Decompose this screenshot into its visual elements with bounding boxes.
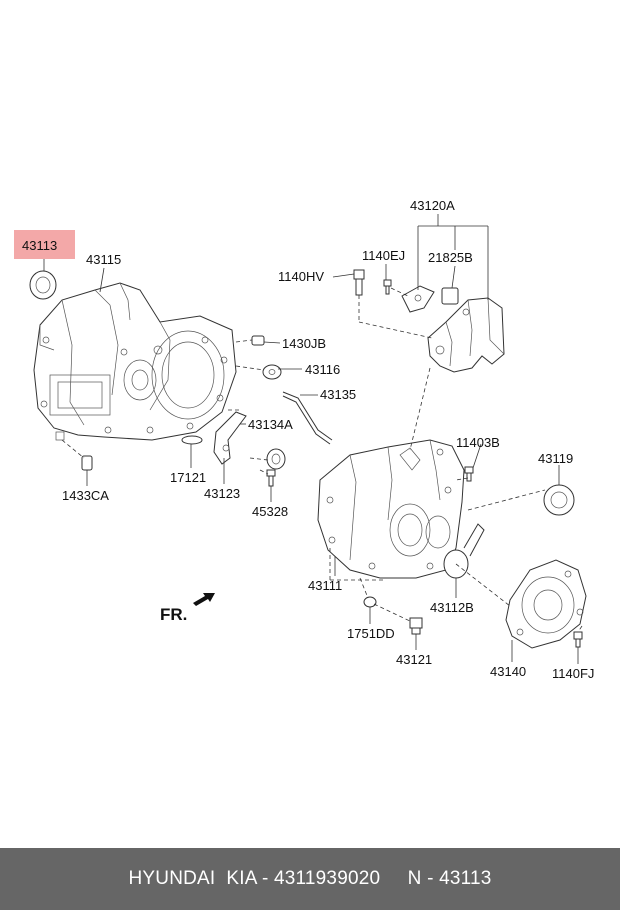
bolt-45328: [266, 469, 276, 487]
label-43112B: 43112B: [430, 600, 474, 615]
washer-43116: [262, 364, 282, 380]
label-43115: 43115: [86, 252, 121, 267]
front-arrow: [193, 593, 215, 606]
bushing-21825B: [441, 287, 459, 305]
label-11403B: 11403B: [456, 435, 500, 450]
bolt-1140FJ: [573, 631, 583, 648]
label-17121: 17121: [170, 470, 206, 485]
pin-1430JB: [251, 335, 265, 346]
mount-bracket-43120A: [427, 297, 505, 373]
washer-1751DD: [363, 596, 377, 608]
label-1433CA: 1433CA: [62, 488, 109, 503]
bolt-1140HV: [353, 269, 365, 296]
highlight-43113: [14, 230, 75, 259]
oil-seal-43119: [543, 484, 575, 516]
label-43120A: 43120A: [410, 198, 455, 213]
bolt-11403B: [464, 466, 474, 482]
rod-43135: [282, 391, 333, 441]
oil-seal-43113: [29, 270, 57, 300]
label-1140HV: 1140HV: [278, 269, 324, 284]
parts-diagram: 43113 43115 43120A 1140EJ 21825B 1140HV …: [14, 198, 594, 681]
transmission-case-right: [317, 439, 465, 579]
label-43111: 43111: [308, 578, 342, 593]
label-1140FJ: 1140FJ: [552, 666, 594, 681]
plug-43121: [409, 617, 423, 635]
label-front: FR.: [160, 605, 187, 624]
label-45328: 45328: [252, 504, 288, 519]
label-43119: 43119: [538, 451, 573, 466]
dashed-lines: [61, 287, 583, 633]
label-43123: 43123: [204, 486, 240, 501]
seal-43123: [266, 448, 286, 470]
bolt-1140EJ: [383, 279, 392, 295]
label-43121: 43121: [396, 652, 432, 667]
label-43134A: 43134A: [248, 417, 293, 432]
gasket-17121: [181, 435, 203, 445]
label-1430JB: 1430JB: [282, 336, 326, 351]
label-1140EJ: 1140EJ: [362, 248, 405, 263]
footer-bar: HYUNDAI KIA - 4311939020 N - 43113: [0, 848, 620, 910]
cover-43140: [505, 559, 587, 649]
leader-lines: [43, 214, 579, 664]
label-43135: 43135: [320, 387, 356, 402]
label-1751DD: 1751DD: [347, 626, 395, 641]
footer-part-number: HYUNDAI KIA - 4311939020 N - 43113: [128, 868, 492, 889]
label-21825B: 21825B: [428, 250, 473, 265]
label-43140: 43140: [490, 664, 526, 679]
transmission-case-left: [33, 282, 237, 441]
bracket-insert: [401, 285, 435, 313]
part-labels: 43113 43115 43120A 1140EJ 21825B 1140HV …: [22, 198, 594, 681]
label-43113: 43113: [22, 238, 57, 253]
label-43116: 43116: [305, 362, 340, 377]
bracket-43134A: [213, 411, 247, 465]
